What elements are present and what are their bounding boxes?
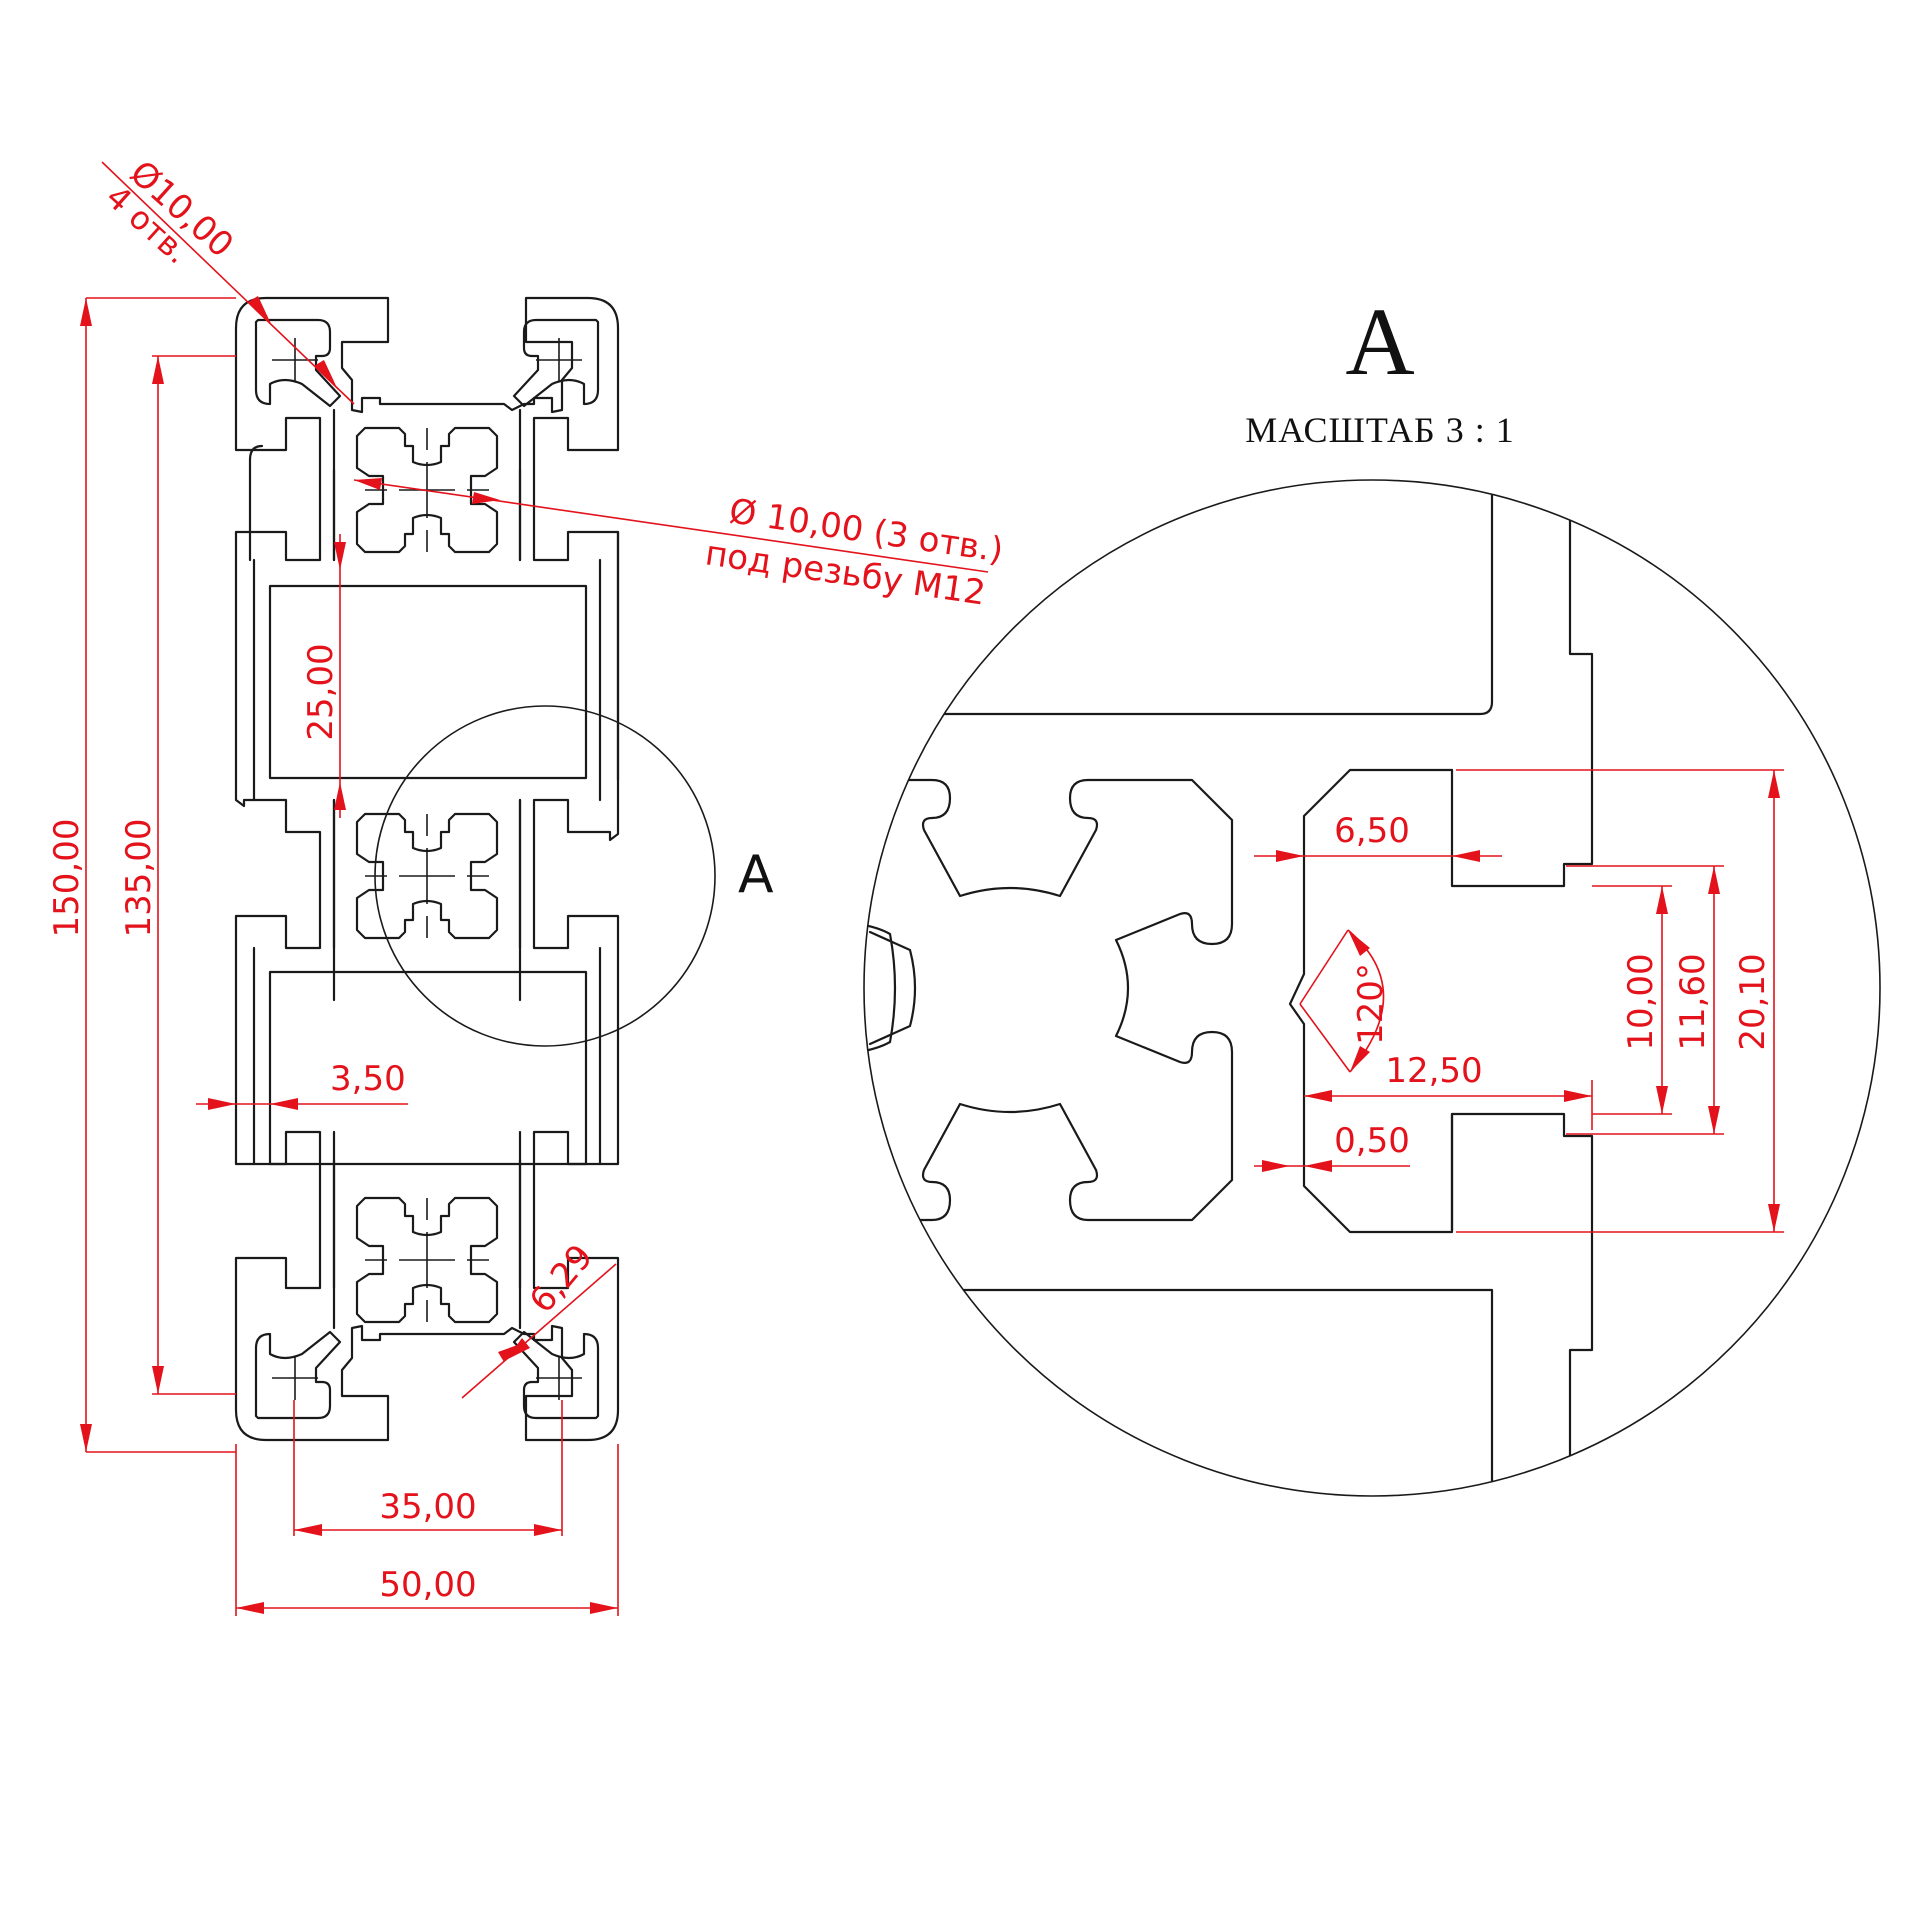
detail-callout-label: A [738,845,774,905]
dim-hole-pitch-width: 35,00 [379,1487,476,1527]
profile-outline-right [524,530,620,1442]
profile-outline-top [234,296,620,782]
detail-view: A МАСШТАБ 3 : 1 [863,288,1881,1497]
profile-view: A [234,296,774,1442]
center-hole-bottom [355,1196,499,1324]
dim-slot-depth-inner: 6,50 [1334,811,1410,851]
dim-pocket-height: 25,00 [301,643,341,740]
dim-lip-thickness: 0,50 [1334,1121,1410,1161]
center-hole-middle [355,812,499,940]
detail-title: A [1345,288,1414,395]
profile-cavity-upper [268,584,588,780]
profile-slot-left-1 [248,444,264,562]
detail-dimensions: 20,10 11,60 10,00 6,50 12,50 0,50 [1254,769,1784,1233]
dim-overall-length: 150,00 [47,819,87,938]
dim-groove-angle: 120° [1351,963,1391,1045]
detail-callout-circle [374,705,716,1047]
profile-outline-left [234,326,536,1442]
dim-hole-pitch-length: 135,00 [119,819,159,938]
detail-circle [863,479,1881,1497]
dim-slot-opening: 10,00 [1621,953,1661,1050]
dim-slot-width: 20,10 [1733,953,1773,1050]
corner-hole-bottom-left [254,1330,342,1420]
dim-overall-width: 50,00 [379,1565,476,1605]
corner-hole-top-left [254,318,342,408]
detail-scale: МАСШТАБ 3 : 1 [1245,410,1514,450]
dim-slot-opening-outer: 11,60 [1673,953,1713,1050]
dim-slot-depth-full: 12,50 [1385,1051,1482,1091]
profile-cavity-lower [268,970,588,1166]
dim-wall-thickness: 3,50 [330,1059,406,1099]
